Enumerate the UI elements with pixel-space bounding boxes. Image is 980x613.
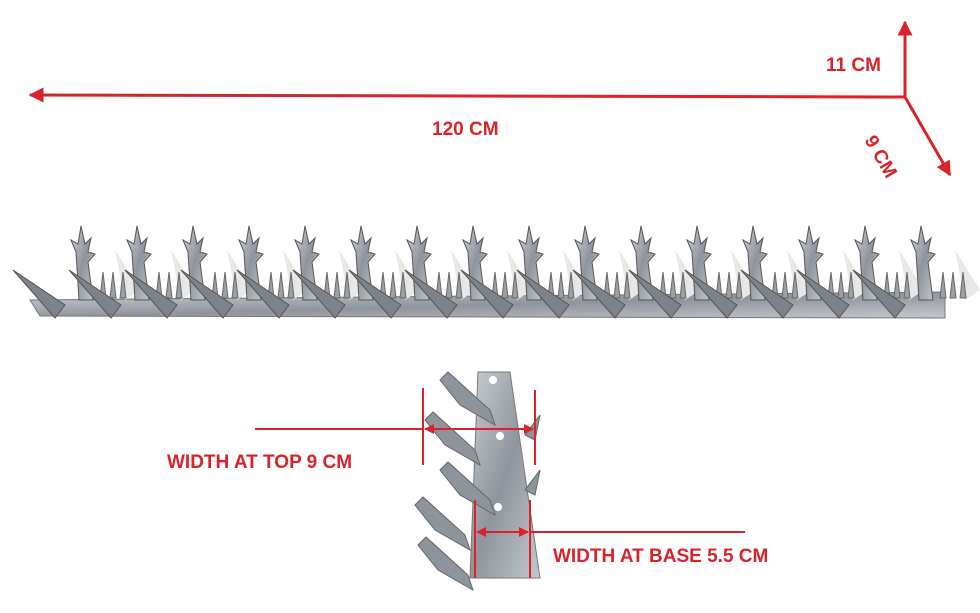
closeup-photo [414,371,541,592]
spike [460,225,588,319]
length-label: 120 CM [432,119,499,140]
spike [236,225,364,319]
side-spike [524,414,541,441]
spike [424,411,481,467]
side-spike [524,469,541,496]
depth-arrow [903,96,952,177]
length-arrow [28,87,906,103]
spike [572,225,700,319]
spike [68,225,196,319]
spike [852,225,980,319]
width-dimension-lines [255,388,745,578]
spike [439,461,496,517]
dimension-arrows [28,20,952,177]
spike [439,371,496,427]
height-label: 11 CM [826,55,881,76]
spike-strip-photo [12,225,980,319]
spike [417,536,474,592]
spike [414,496,471,552]
spike [740,225,868,319]
width-top-label: WIDTH AT TOP 9 CM [167,452,353,473]
width-base-label: WIDTH AT BASE 5.5 CM [553,546,769,567]
